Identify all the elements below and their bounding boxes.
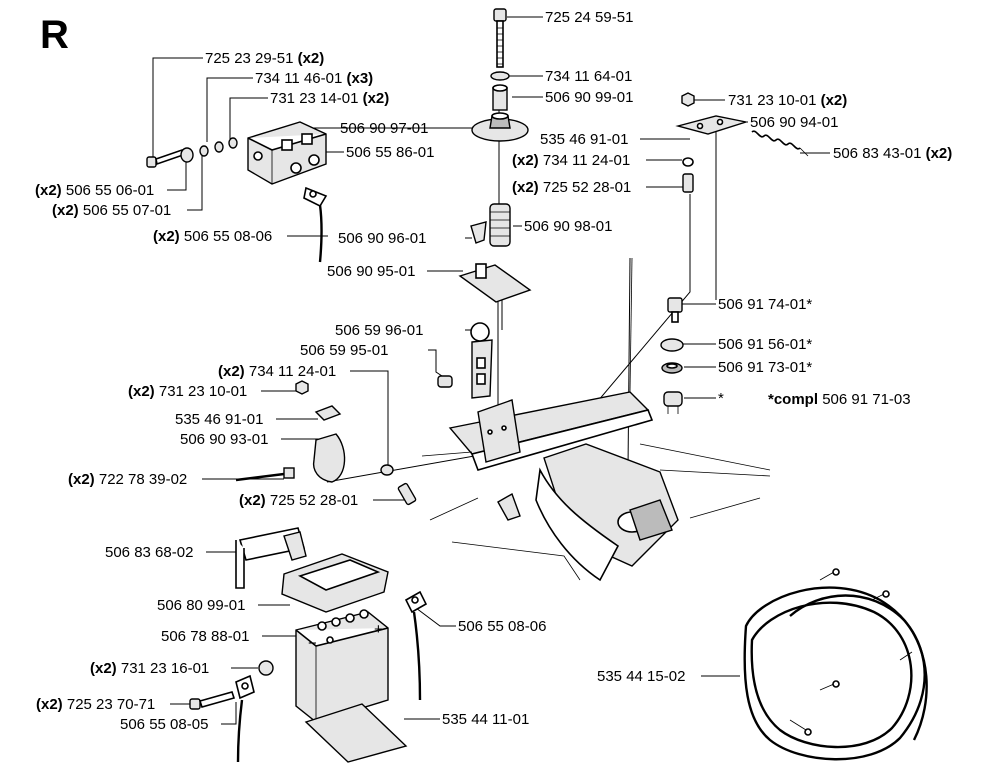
callout-c03: 506 90 99-01 — [545, 89, 633, 106]
battery-minus-label: − — [308, 635, 317, 652]
ignition-key — [667, 297, 683, 323]
cable-tie — [235, 467, 295, 482]
callout-c23: 506 91 56-01* — [718, 336, 812, 353]
callout-c26: (x2) 734 11 24-01 — [218, 363, 336, 380]
screw-right — [682, 173, 694, 193]
callout-c12: 506 83 43-01 (x2) — [833, 145, 952, 162]
callout-c41: 535 44 11-01 — [442, 711, 529, 728]
callout-c32: (x2) 725 52 28-01 — [239, 492, 358, 509]
battery: + − — [295, 609, 389, 723]
callout-c09: 731 23 10-01 (x2) — [728, 92, 847, 109]
cable-eyelet-battery-2 — [235, 674, 255, 763]
clip-small — [470, 221, 487, 244]
callout-c21: 506 91 74-01* — [718, 296, 812, 313]
battery-plus-label: + — [374, 621, 383, 638]
callout-c34: 506 80 99-01 — [157, 597, 245, 614]
compl-note: *compl 506 91 71-03 — [768, 391, 911, 408]
callout-c14: (x2) 725 52 28-01 — [512, 179, 631, 196]
callout-c29: 535 46 91-01 — [175, 411, 263, 428]
callout-c27: (x2) 731 23 10-01 — [128, 383, 247, 400]
callout-c04: 725 23 29-51 (x2) — [205, 50, 324, 67]
callout-c05: 734 11 46-01 (x3) — [255, 70, 373, 87]
nut-right-top — [681, 92, 695, 107]
pin-shifter — [437, 375, 453, 388]
relay-block — [247, 121, 327, 185]
callout-c25: 506 91 73-01* — [718, 359, 812, 376]
callout-c08: 506 55 86-01 — [346, 144, 434, 161]
callout-c02: 734 11 64-01 — [545, 68, 632, 85]
screw-shifter — [397, 482, 417, 506]
callout-c40: 506 55 08-05 — [120, 716, 208, 733]
callout-c13: (x2) 734 11 24-01 — [512, 152, 630, 169]
callout-c20: 506 90 95-01 — [327, 263, 415, 280]
nut-battery — [258, 660, 274, 676]
callout-c06: 731 23 14-01 (x2) — [270, 90, 389, 107]
ignition-switch — [663, 391, 683, 414]
chassis — [421, 257, 771, 582]
callout-c19: 506 90 96-01 — [338, 230, 426, 247]
callout-c24: 506 59 95-01 — [300, 342, 388, 359]
callout-c17: (x2) 506 55 08-06 — [153, 228, 272, 245]
callout-c10: 535 46 91-01 — [540, 131, 628, 148]
nut-left-1 — [180, 147, 194, 163]
wiring-harness — [743, 568, 928, 761]
washer-left-2 — [214, 141, 224, 153]
callout-c11: 506 90 94-01 — [750, 114, 838, 131]
callout-c30: 506 90 93-01 — [180, 431, 268, 448]
bushing-top — [492, 84, 508, 111]
clamp-bracket — [312, 433, 346, 483]
cable-eyelet-battery — [404, 590, 428, 701]
spring-center — [489, 203, 511, 247]
callout-c18: 506 90 98-01 — [524, 218, 612, 235]
mount-plate — [458, 263, 532, 303]
section-letter: R — [40, 13, 69, 57]
callout-c15: (x2) 506 55 06-01 — [35, 182, 154, 199]
ignition-nut — [660, 338, 684, 352]
callout-c36: 506 78 88-01 — [161, 628, 249, 645]
callout-c01: 725 24 59-51 — [545, 9, 633, 26]
battery-bracket — [235, 527, 307, 589]
battery-pad — [304, 703, 408, 763]
callout-c35: 506 55 08-06 — [458, 618, 546, 635]
washer-top — [490, 71, 510, 81]
shift-lever — [471, 339, 493, 399]
washer-left-1 — [199, 145, 209, 157]
callout-c38: 535 44 15-02 — [597, 668, 685, 685]
ignition-seal — [661, 362, 683, 374]
pedestal-mount — [471, 112, 529, 142]
washer-right — [682, 157, 694, 167]
spring-right — [751, 130, 809, 157]
callouts: 725 24 59-51 734 11 64-01 506 90 99-01 7… — [35, 9, 952, 733]
battery-cover — [281, 553, 389, 613]
cable-eyelet-left — [303, 186, 328, 263]
callout-c07: 506 90 97-01 — [340, 120, 428, 137]
bolt-left — [146, 148, 184, 168]
nut-shifter — [295, 380, 309, 395]
lever-bracket — [675, 115, 747, 135]
callout-c16: (x2) 506 55 07-01 — [52, 202, 171, 219]
callout-c37: (x2) 731 23 16-01 — [90, 660, 209, 677]
callout-c28: * — [718, 390, 724, 407]
switch-small — [314, 405, 342, 421]
shift-knob — [470, 322, 490, 342]
washer-shifter — [380, 464, 394, 476]
bolt-battery — [189, 691, 236, 710]
callout-c33: 506 83 68-02 — [105, 544, 193, 561]
callout-c39: (x2) 725 23 70-71 — [36, 696, 155, 713]
washer-left-3 — [228, 137, 238, 149]
callout-c22: 506 59 96-01 — [335, 322, 423, 339]
callout-c31: (x2) 722 78 39-02 — [68, 471, 187, 488]
bolt-top — [493, 8, 507, 68]
